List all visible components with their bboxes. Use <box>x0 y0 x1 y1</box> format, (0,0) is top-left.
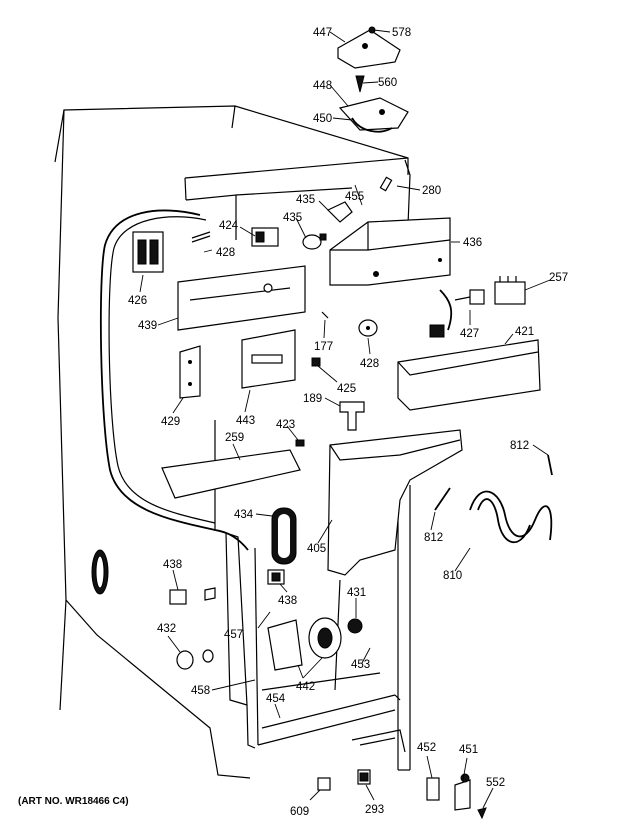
callout-578: 578 <box>392 27 411 39</box>
part-452-bracket <box>426 777 440 801</box>
callout-423: 423 <box>276 419 295 431</box>
part-552-screw <box>477 807 487 820</box>
part-447-cover <box>337 29 401 69</box>
callout-450: 450 <box>313 113 332 125</box>
part-425 <box>311 357 321 367</box>
part-438-socket <box>267 569 285 585</box>
callout-434: 434 <box>234 509 254 521</box>
part-421-cover <box>397 339 541 411</box>
part-424-switch <box>251 227 279 247</box>
callout-560: 560 <box>378 77 397 89</box>
part-431-knob <box>347 618 363 634</box>
callout-443: 443 <box>236 415 255 427</box>
part-428-pin <box>191 231 211 243</box>
part-432-knob <box>176 649 214 670</box>
callout-438-center: 438 <box>278 595 297 607</box>
part-810-heater <box>469 490 553 544</box>
callout-454: 454 <box>266 693 286 705</box>
part-427-harness <box>429 289 485 338</box>
callout-447: 447 <box>313 27 332 39</box>
callout-427: 427 <box>460 328 479 340</box>
callout-438-left: 438 <box>163 559 182 571</box>
callout-405: 405 <box>307 543 326 555</box>
part-280 <box>379 176 393 192</box>
callout-448: 448 <box>313 80 332 92</box>
art-number: (ART NO. WR18466 C4) <box>18 796 129 807</box>
callout-453: 453 <box>351 659 370 671</box>
callout-431: 431 <box>347 587 366 599</box>
callout-429: 429 <box>161 416 180 428</box>
part-438-switch <box>169 587 216 605</box>
part-439-rail <box>177 265 306 331</box>
part-423 <box>295 439 305 447</box>
callout-455: 455 <box>345 191 364 203</box>
callout-425: 425 <box>337 383 356 395</box>
callout-552: 552 <box>486 777 505 789</box>
callout-280: 280 <box>422 185 441 197</box>
part-443-bracket <box>241 329 296 389</box>
callout-293: 293 <box>365 804 384 816</box>
leader-lines <box>139 29 551 809</box>
part-435-socket <box>326 201 353 223</box>
part-428-cam <box>358 319 378 337</box>
callout-436: 436 <box>463 237 482 249</box>
callout-452: 452 <box>417 742 436 754</box>
part-435-bulb <box>302 233 327 250</box>
callout-189: 189 <box>303 393 322 405</box>
callout-428-upper: 428 <box>216 247 235 259</box>
part-405-duct <box>327 429 463 576</box>
part-177 <box>321 311 329 319</box>
callout-432: 432 <box>157 623 176 635</box>
part-293-plug <box>357 769 371 785</box>
callout-439: 439 <box>138 320 157 332</box>
part-257-timer <box>494 276 526 305</box>
callout-451: 451 <box>459 744 478 756</box>
callout-457: 457 <box>224 629 243 641</box>
callout-810: 810 <box>443 570 462 582</box>
part-609-plug <box>317 777 331 791</box>
callout-812-lower: 812 <box>424 532 443 544</box>
part-189-fitting <box>339 401 365 431</box>
callout-435-bulb: 435 <box>283 212 302 224</box>
callout-257: 257 <box>549 272 568 284</box>
part-450-clip <box>351 117 393 133</box>
callout-421: 421 <box>515 326 534 338</box>
part-451-hinge <box>454 773 471 811</box>
callout-435-socket: 435 <box>296 194 315 206</box>
part-560-screw <box>355 75 365 93</box>
part-442-damper <box>267 617 342 671</box>
callout-424: 424 <box>219 220 239 232</box>
callout-458: 458 <box>191 685 210 697</box>
callout-177: 177 <box>314 341 333 353</box>
part-436-housing <box>329 217 451 286</box>
part-434-grille <box>271 507 297 565</box>
callout-259: 259 <box>225 432 244 444</box>
callout-426: 426 <box>128 295 147 307</box>
callout-442: 442 <box>296 681 315 693</box>
callout-428-lower: 428 <box>360 358 379 370</box>
callout-609: 609 <box>290 806 309 818</box>
part-429-bracket <box>179 345 201 399</box>
callout-labels: 447 578 448 560 450 455 280 435 435 424 … <box>128 27 568 818</box>
part-426-switch <box>132 231 164 273</box>
callout-812-upper: 812 <box>510 440 529 452</box>
part-259-shelf <box>161 449 301 499</box>
part-448-bracket <box>338 97 409 131</box>
part-812-sensor <box>434 454 553 511</box>
